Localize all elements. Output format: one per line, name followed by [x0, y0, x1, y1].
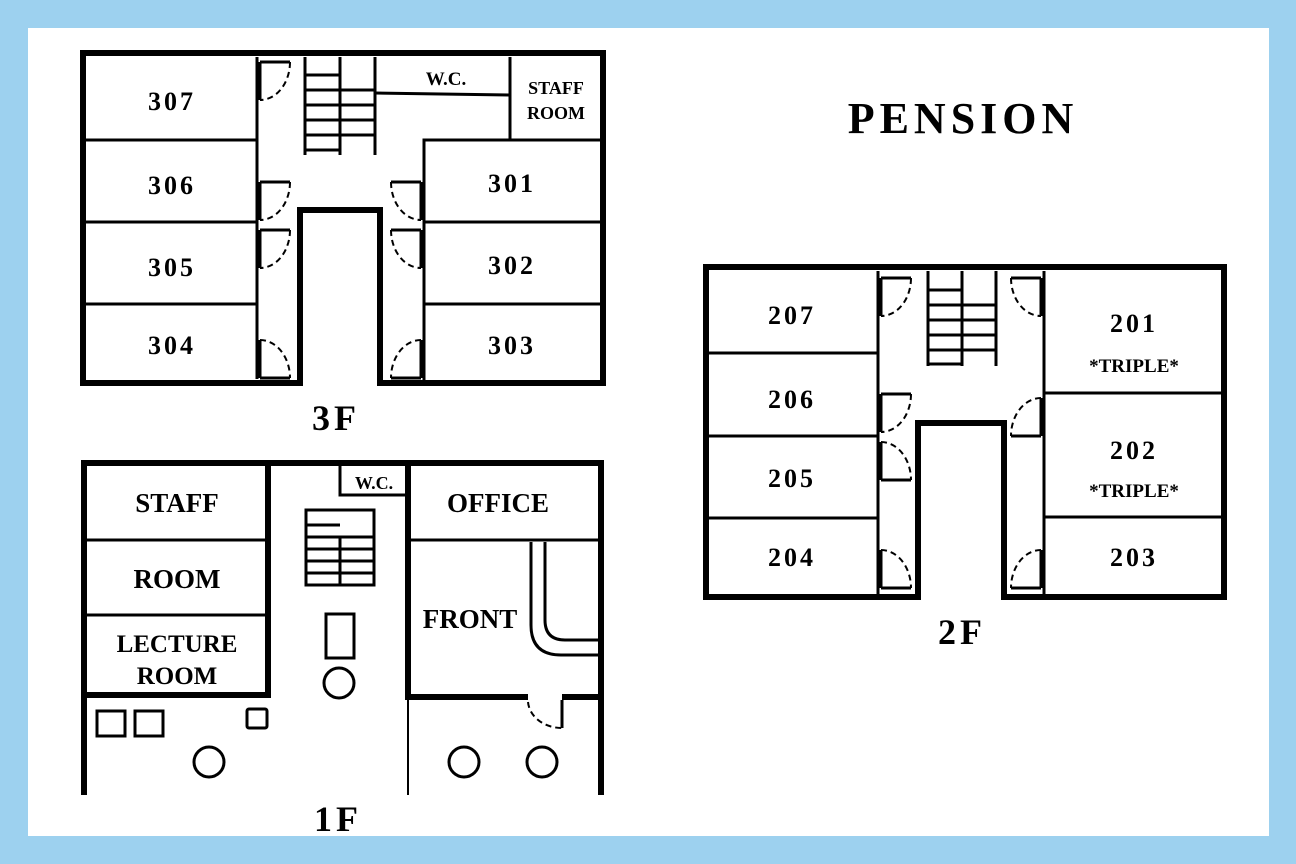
room-202-triple-note: *TRIPLE*: [1089, 481, 1179, 502]
room-305-label: 305: [148, 253, 196, 282]
room-202-label: 202: [1110, 436, 1158, 465]
lobby-chair: [322, 666, 356, 700]
floor-1f-plan: [81, 460, 604, 795]
floor-3f-stairs: [303, 57, 377, 155]
room-303-label: 303: [488, 331, 536, 360]
floor-1f-wc-wall: [338, 466, 406, 497]
floor-2f-doors-left: [879, 276, 912, 590]
floor-3f-labels: 307 306 305 304 301 302 303 W.C. STAFF R…: [148, 69, 585, 438]
floor-1f-office-wall: [405, 466, 528, 700]
floor-2f-outer-wall: [703, 264, 1227, 600]
lecture-room-label-line1: LECTURE: [117, 631, 238, 658]
dining-chair-2: [525, 745, 559, 779]
floor-1f-labels: STAFF ROOM LECTURE ROOM W.C. OFFICE FRON…: [117, 473, 549, 839]
lounge-chair: [192, 745, 226, 779]
floor-1f-front-door: [527, 700, 564, 730]
room-204-label: 204: [768, 543, 816, 572]
lounge-table-1: [95, 709, 127, 738]
staff-label: STAFF: [135, 488, 219, 518]
room-301-label: 301: [488, 169, 536, 198]
office-label: OFFICE: [447, 488, 549, 518]
staff-room-label-line1: STAFF: [528, 78, 584, 98]
floor-1f-label: 1F: [314, 799, 362, 839]
room-307-label: 307: [148, 87, 196, 116]
lounge-table-2: [133, 709, 165, 738]
room-306-label: 306: [148, 171, 196, 200]
room-203-label: 203: [1110, 543, 1158, 572]
staff-room-label-line2: ROOM: [527, 103, 585, 123]
room-label: ROOM: [134, 564, 221, 594]
floor-1f-stairs: [304, 508, 376, 587]
lobby-table: [324, 612, 356, 660]
floor-2f-doors-right: [1010, 276, 1043, 590]
paper-background: [28, 28, 1269, 836]
floor-1f-wc-label: W.C.: [355, 473, 393, 493]
floor-3f-right-room-wall: [422, 138, 600, 383]
floor-3f-wc-wall: [374, 91, 511, 97]
room-304-label: 304: [148, 331, 196, 360]
floor-3f-label: 3F: [312, 398, 360, 438]
room-206-label: 206: [768, 385, 816, 414]
floor-3f-outer-wall: [80, 50, 606, 386]
front-label: FRONT: [423, 604, 518, 634]
floor-3f-doors-left: [258, 60, 291, 380]
floor-2f-plan: [703, 264, 1227, 600]
lounge-side-table: [245, 707, 269, 730]
floor-1f-left-room-wall: [87, 466, 271, 698]
lecture-room-label-line2: ROOM: [137, 663, 218, 690]
room-205-label: 205: [768, 464, 816, 493]
floor-2f-label: 2F: [938, 612, 986, 652]
floor-2f-stairs: [926, 271, 998, 366]
floor-3f-wc-label: W.C.: [426, 69, 466, 90]
page-title: PENSION: [848, 94, 1079, 143]
front-desk-counter: [529, 542, 598, 657]
dining-chair-1: [447, 745, 481, 779]
room-201-triple-note: *TRIPLE*: [1089, 356, 1179, 377]
room-302-label: 302: [488, 251, 536, 280]
floor-3f-doors-right: [390, 180, 423, 380]
floor-3f-plan: [80, 50, 606, 386]
room-201-label: 201: [1110, 309, 1158, 338]
floor-2f-labels: 207 206 205 204 201 *TRIPLE* 202 *TRIPLE…: [768, 301, 1179, 652]
room-207-label: 207: [768, 301, 816, 330]
